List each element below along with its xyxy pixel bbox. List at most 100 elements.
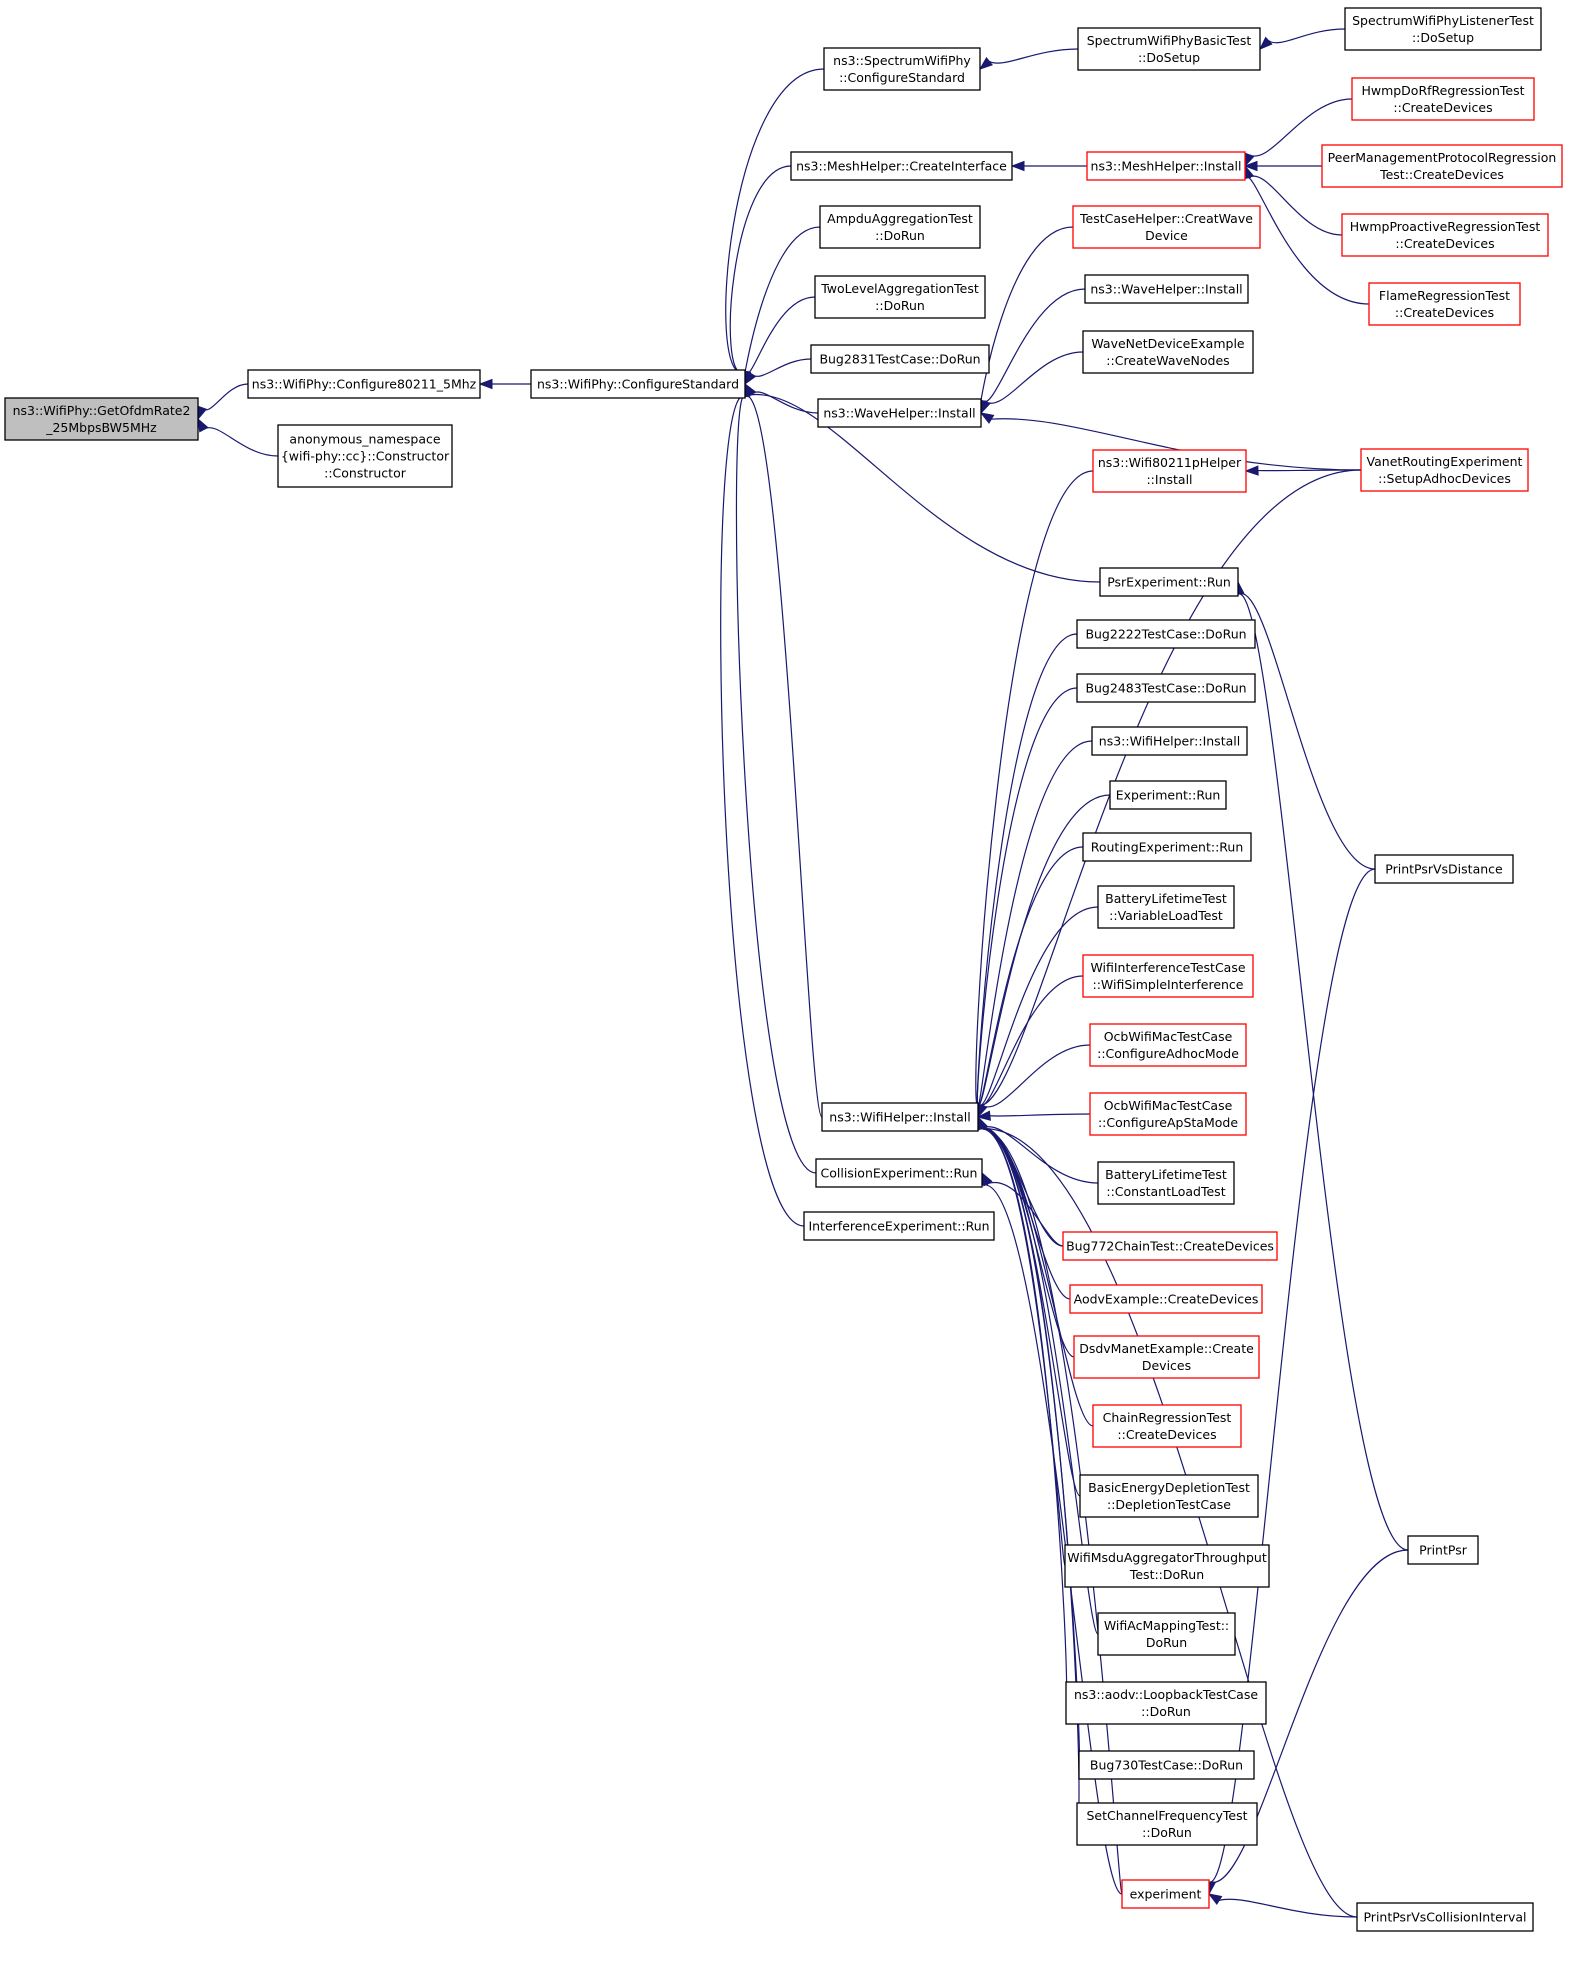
node-label-line: ::VariableLoadTest [1109, 908, 1223, 923]
node-label-line: InterferenceExperiment::Run [808, 1219, 989, 1234]
node-box [1082, 832, 1252, 862]
edge-wavehi2-to-wavehi [977, 288, 1086, 415]
node-wifihi2[interactable]: ns3::WifiHelper::Install [1091, 726, 1248, 756]
node-label-line: Devices [1142, 1358, 1191, 1373]
edge-speclisten-to-specbasic [1258, 28, 1346, 50]
node-routexp[interactable]: RoutingExperiment::Run [1082, 832, 1252, 862]
node-interfexp[interactable]: InterferenceExperiment::Run [803, 1211, 995, 1241]
node-psrexp[interactable]: PsrExperiment::Run [1099, 567, 1239, 597]
node-battvar[interactable]: BatteryLifetimeTest::VariableLoadTest [1097, 885, 1235, 929]
node-label-line: ::ConfigureApStaMode [1098, 1115, 1238, 1130]
node-bug2831[interactable]: Bug2831TestCase::DoRun [810, 344, 990, 374]
node-flame[interactable]: FlameRegressionTest::CreateDevices [1368, 282, 1521, 326]
node-printpsrdist[interactable]: PrintPsrVsDistance [1374, 854, 1514, 884]
node-label-line: Bug772ChainTest::CreateDevices [1066, 1239, 1274, 1254]
node-box [1079, 1474, 1259, 1518]
node-label-line: ns3::WifiPhy::ConfigureStandard [537, 377, 739, 392]
node-chainreg[interactable]: ChainRegressionTest::CreateDevices [1092, 1404, 1242, 1448]
node-wavehi2[interactable]: ns3::WaveHelper::Install [1084, 274, 1249, 304]
node-label-line: ns3::WifiPhy::Configure80211_5Mhz [252, 377, 477, 392]
node-hwmpdorf[interactable]: HwmpDoRfRegressionTest::CreateDevices [1351, 77, 1535, 121]
node-box [1351, 77, 1535, 121]
edge-arrowhead [976, 1110, 991, 1121]
edge-experiment-to-collexp [977, 1171, 1123, 1895]
node-peermgmt[interactable]: PeerManagementProtocolRegressionTest::Cr… [1321, 144, 1563, 188]
node-label-line: VanetRoutingExperiment [1367, 454, 1523, 469]
node-label-line: BatteryLifetimeTest [1105, 891, 1227, 906]
node-label-line: ns3::WifiHelper::Install [1099, 734, 1240, 749]
node-experiment[interactable]: experiment [1121, 1879, 1210, 1909]
edge-arrowhead [1244, 465, 1259, 476]
node-ocbapsta[interactable]: OcbWifiMacTestCase::ConfigureApStaMode [1089, 1092, 1247, 1136]
edge-printpsrdist-to-psrexp [1234, 580, 1376, 870]
node-label-line: OcbWifiMacTestCase [1104, 1098, 1233, 1113]
node-battconst[interactable]: BatteryLifetimeTest::ConstantLoadTest [1097, 1161, 1235, 1205]
node-box [810, 344, 990, 374]
node-vanet[interactable]: VanetRoutingExperiment::SetupAdhocDevice… [1360, 448, 1529, 492]
node-wifiinterf[interactable]: WifiInterferenceTestCase::WifiSimpleInte… [1082, 954, 1254, 998]
edge-arrowhead [1010, 160, 1025, 172]
node-basicenergy[interactable]: BasicEnergyDepletionTest::DepletionTestC… [1079, 1474, 1259, 1518]
node-twolevel[interactable]: TwoLevelAggregationTest::DoRun [814, 275, 986, 319]
node-label-line: Device [1145, 228, 1188, 243]
node-specbasic[interactable]: SpectrumWifiPhyBasicTest::DoSetup [1077, 27, 1261, 71]
node-meshinst[interactable]: ns3::MeshHelper::Install [1086, 151, 1246, 181]
node-ampdu[interactable]: AmpduAggregationTest::DoRun [819, 205, 981, 249]
node-box [1097, 1612, 1236, 1656]
node-label-line: TwoLevelAggregationTest [820, 281, 979, 296]
edge-ocbapsta-to-wifihi [976, 1110, 1091, 1121]
node-collexp[interactable]: CollisionExperiment::Run [815, 1158, 983, 1188]
edge-arrowhead [1243, 160, 1258, 172]
node-bug772[interactable]: Bug772ChainTest::CreateDevices [1062, 1231, 1278, 1261]
node-box [1374, 854, 1514, 884]
node-label-line: ::ConstantLoadTest [1106, 1184, 1225, 1199]
edge-arrowhead [978, 57, 993, 70]
node-label-line: SpectrumWifiPhyBasicTest [1087, 33, 1252, 48]
node-aodvex[interactable]: AodvExample::CreateDevices [1069, 1284, 1263, 1314]
node-bug2483[interactable]: Bug2483TestCase::DoRun [1076, 673, 1256, 703]
node-exprun[interactable]: Experiment::Run [1109, 780, 1227, 810]
node-box [1076, 619, 1256, 649]
node-printpsrcoll[interactable]: PrintPsrVsCollisionInterval [1356, 1902, 1534, 1932]
node-box [815, 1158, 983, 1188]
edge-aodvloop-to-wifihi [974, 1115, 1068, 1704]
node-speclisten[interactable]: SpectrumWifiPhyListenerTest::DoSetup [1344, 7, 1542, 51]
node-label-line: Bug730TestCase::DoRun [1090, 1758, 1243, 1773]
node-bug2222[interactable]: Bug2222TestCase::DoRun [1076, 619, 1256, 649]
node-anon[interactable]: anonymous_namespace{wifi-phy::cc}::Const… [277, 424, 453, 488]
node-acmap[interactable]: WifiAcMappingTest::DoRun [1097, 1612, 1236, 1656]
node-aodvloop[interactable]: ns3::aodv::LoopbackTestCase::DoRun [1065, 1681, 1267, 1725]
node-dsdv[interactable]: DsdvManetExample::CreateDevices [1073, 1335, 1260, 1379]
node-ocbadhoc[interactable]: OcbWifiMacTestCase::ConfigureAdhocMode [1089, 1023, 1247, 1067]
node-label-line: PeerManagementProtocolRegression [1328, 150, 1557, 165]
node-box [1091, 726, 1248, 756]
node-setchan[interactable]: SetChannelFrequencyTest::DoRun [1076, 1802, 1258, 1846]
node-label-line: BasicEnergyDepletionTest [1088, 1480, 1250, 1495]
node-label-line: TestCaseHelper::CreatWave [1079, 211, 1253, 226]
node-cfg5[interactable]: ns3::WifiPhy::Configure80211_5Mhz [247, 369, 481, 399]
node-hwmpproact[interactable]: HwmpProactiveRegressionTest::CreateDevic… [1341, 213, 1549, 257]
node-label-line: PrintPsrVsDistance [1385, 862, 1503, 877]
edge-arrowhead [197, 405, 208, 421]
node-label-line: ns3::WaveHelper::Install [823, 406, 975, 421]
node-label-line: ns3::WifiHelper::Install [829, 1110, 970, 1125]
node-wavenet[interactable]: WaveNetDeviceExample::CreateWaveNodes [1082, 330, 1254, 374]
node-spec[interactable]: ns3::SpectrumWifiPhy::ConfigureStandard [823, 47, 981, 91]
node-label-line: WaveNetDeviceExample [1091, 336, 1245, 351]
edge-arrowhead [197, 417, 209, 433]
node-bug730[interactable]: Bug730TestCase::DoRun [1078, 1750, 1255, 1780]
node-wifihi[interactable]: ns3::WifiHelper::Install [821, 1102, 979, 1132]
node-box [1356, 1902, 1534, 1932]
edge-layer [197, 28, 1409, 1918]
node-wifi80211p[interactable]: ns3::Wifi80211pHelper::Install [1092, 449, 1247, 493]
node-box [1368, 282, 1521, 326]
node-label-line: BatteryLifetimeTest [1105, 1167, 1227, 1182]
node-printpsr[interactable]: PrintPsr [1407, 1535, 1479, 1565]
node-cfgstd[interactable]: ns3::WifiPhy::ConfigureStandard [530, 369, 746, 399]
node-wavehi[interactable]: ns3::WaveHelper::Install [817, 398, 982, 428]
edge-meshinst-to-meshci [1010, 160, 1087, 172]
node-root[interactable]: ns3::WifiPhy::GetOfdmRate2_25MbpsBW5MHz [4, 397, 199, 441]
node-meshci[interactable]: ns3::MeshHelper::CreateInterface [790, 151, 1013, 181]
